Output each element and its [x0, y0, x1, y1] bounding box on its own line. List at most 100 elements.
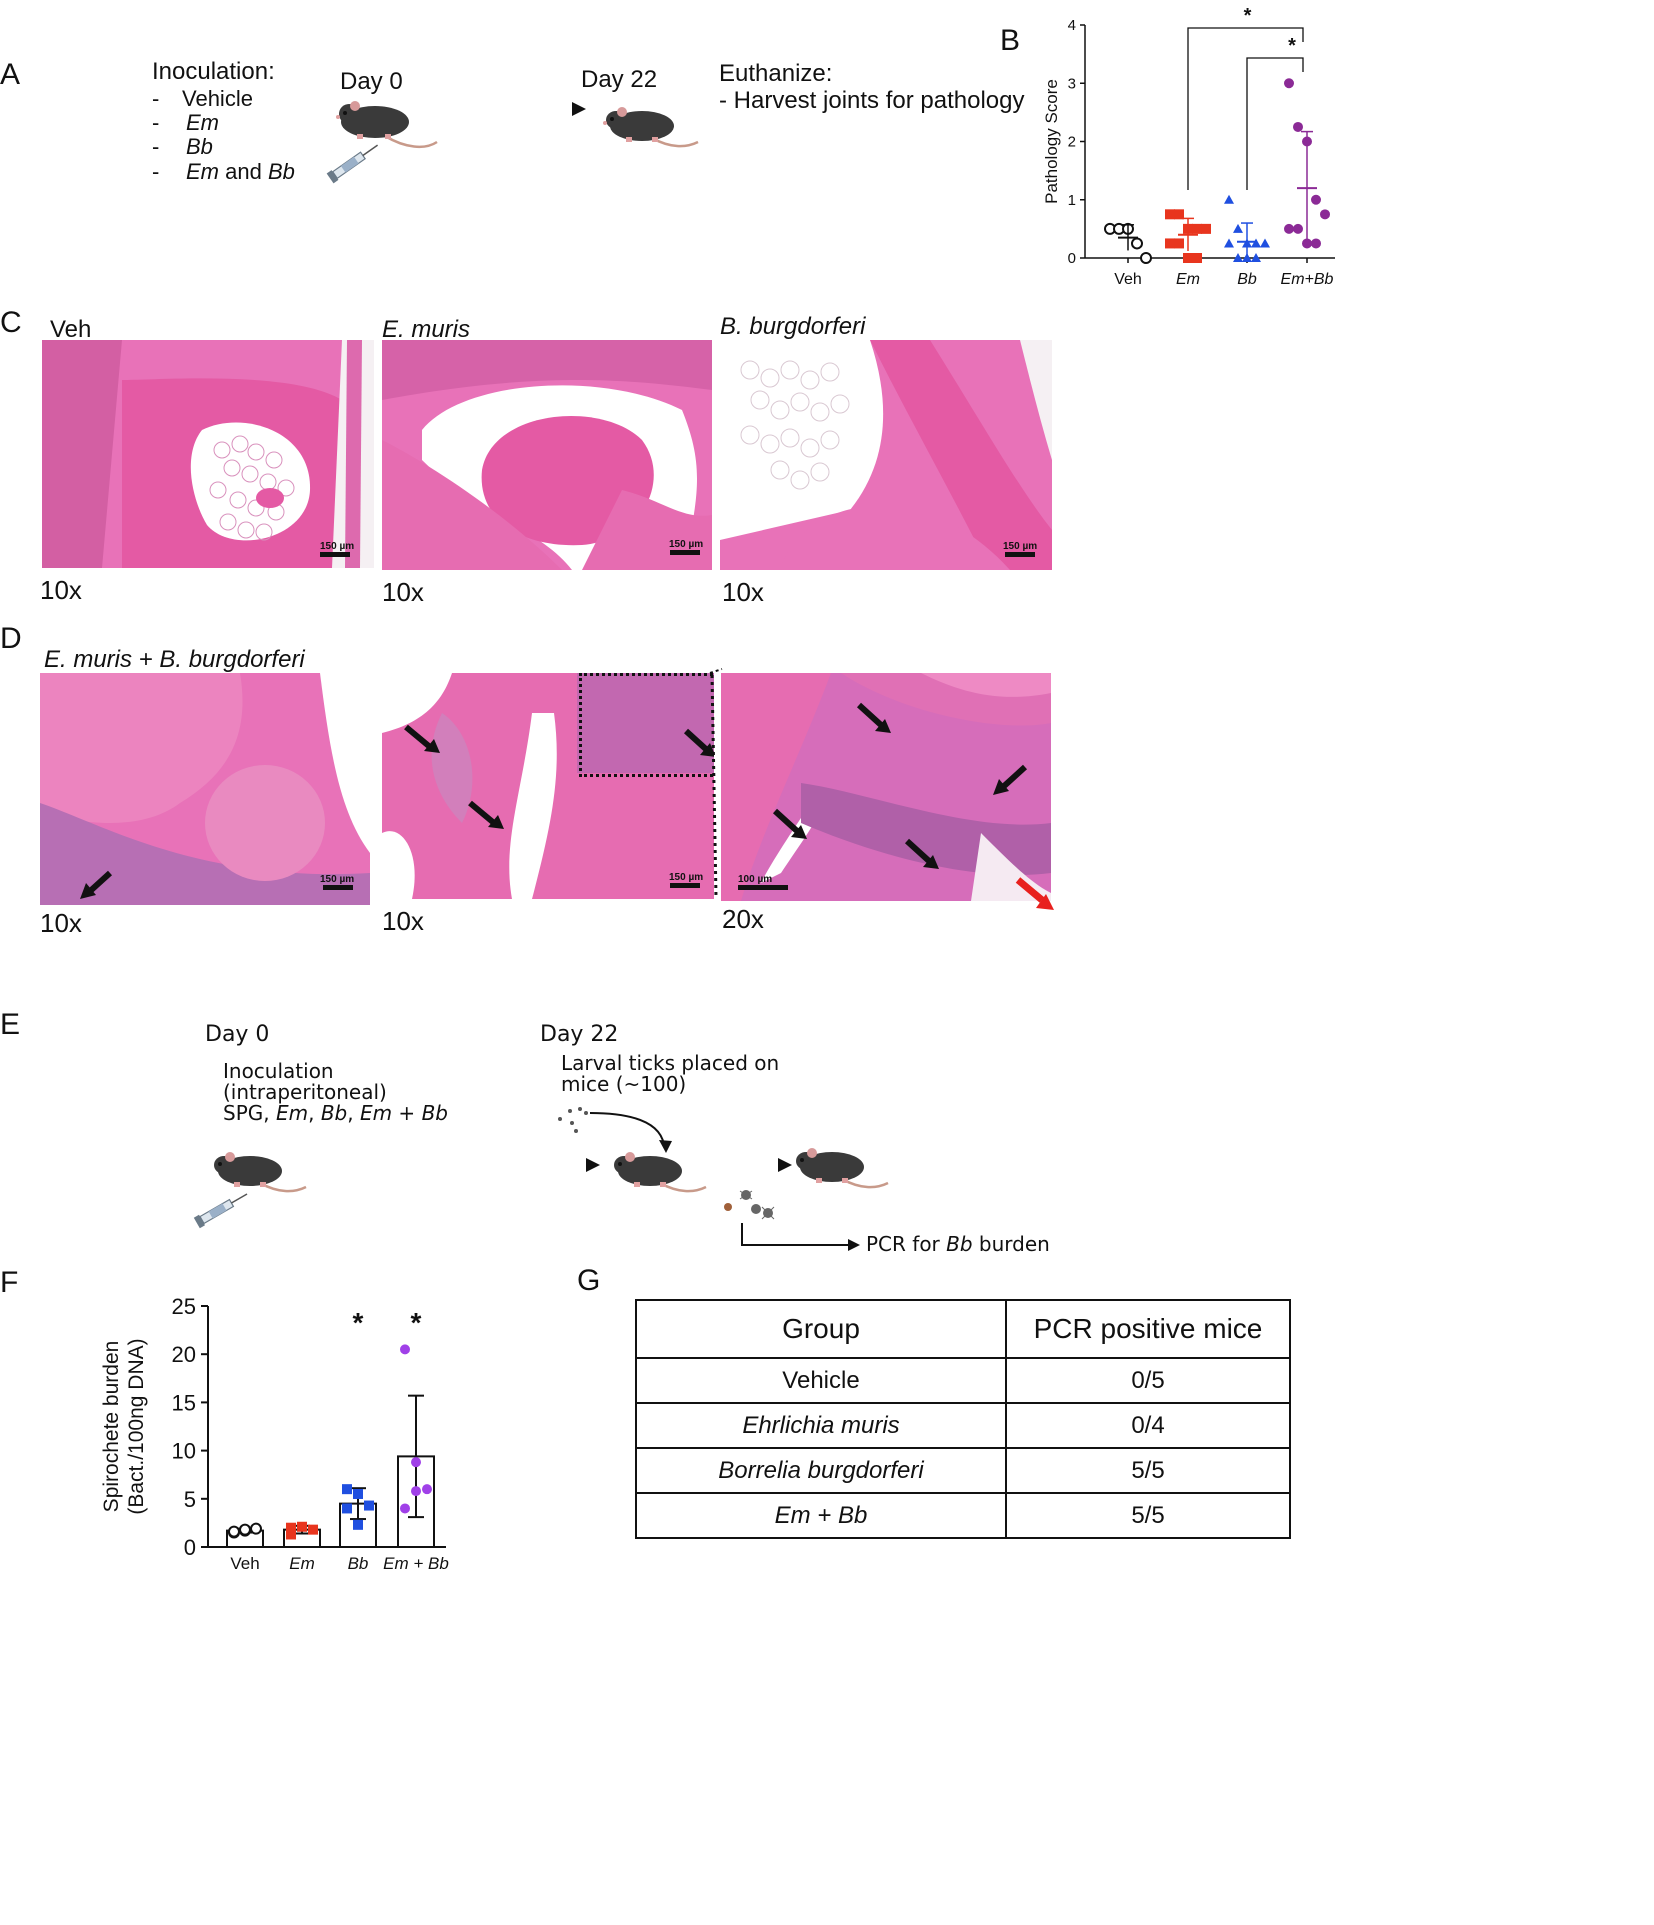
data-point — [1284, 223, 1294, 234]
arrow-icon — [305, 1158, 600, 1172]
magnification-label: 10x — [382, 906, 424, 936]
panel-label-c: C — [0, 306, 22, 339]
y-tick-label: 1 — [1068, 192, 1076, 209]
significance-label: * — [1288, 35, 1296, 57]
magnification-label: 10x — [722, 577, 764, 607]
histology-image-bb: 150 µm — [720, 340, 1052, 570]
day0-label-a: Day 0 — [340, 68, 403, 95]
x-tick-label: Em — [1176, 271, 1200, 288]
y-tick-label: 20 — [172, 1342, 196, 1367]
magnification-label: 10x — [40, 575, 82, 605]
data-point — [400, 1344, 410, 1355]
value-cell: 5/5 — [1005, 1492, 1291, 1539]
ticks-label-line1: Larval ticks placed on — [561, 1051, 780, 1075]
data-point — [1233, 253, 1243, 262]
histology-image-em: 150 µm — [382, 340, 712, 570]
data-point — [1140, 252, 1152, 264]
pcr-label: PCR for Bb burden — [866, 1232, 1050, 1256]
y-tick-label: 10 — [172, 1439, 196, 1464]
group-cell: Ehrlichia muris — [635, 1402, 1007, 1449]
scale-bar — [320, 552, 350, 557]
arrow-icon — [468, 800, 504, 829]
arrow-icon — [80, 870, 113, 899]
arrow-icon — [772, 808, 807, 839]
y-axis-label: Pathology Score — [1042, 79, 1061, 204]
arrow-icon — [856, 702, 891, 733]
arrow-icon — [404, 724, 440, 753]
data-point — [1183, 253, 1193, 263]
inoc-item-em: Em — [186, 110, 219, 135]
tick-icons — [558, 1107, 588, 1133]
scale-bar-label: 150 µm — [1003, 541, 1038, 552]
panel-label-d: D — [0, 622, 22, 655]
data-point — [239, 1523, 251, 1536]
significance-label: * — [353, 1307, 364, 1338]
route-label-e: (intraperitoneal) — [223, 1080, 387, 1104]
x-tick-label: Bb — [1237, 271, 1257, 288]
arrow-icon — [455, 102, 586, 116]
pcr-arrow — [741, 1223, 860, 1251]
mouse-icon — [336, 101, 438, 149]
inset-box — [579, 673, 714, 777]
y-tick-label: 25 — [172, 1294, 196, 1319]
scale-bar — [738, 885, 788, 890]
magnification-label: 10x — [382, 577, 424, 607]
data-point — [1192, 223, 1202, 234]
pcr-results-table: Group PCR positive mice Vehicle 0/5 Ehrl… — [635, 1299, 1291, 1539]
value-cell: 5/5 — [1005, 1447, 1291, 1494]
day22-label-e: Day 22 — [540, 1022, 619, 1047]
data-point — [1224, 238, 1234, 248]
inoc-dash: - — [152, 159, 160, 184]
x-tick-label: Em — [289, 1554, 315, 1573]
inoc-dash: - — [152, 110, 160, 135]
data-point — [364, 1500, 374, 1511]
histology-title-em-bb: E. muris + B. burgdorferi — [44, 646, 305, 673]
ticks-label-line2: mice (~100) — [561, 1072, 687, 1096]
y-tick-label: 2 — [1068, 134, 1076, 151]
inoc-item-bb: Bb — [186, 134, 213, 159]
data-point — [422, 1484, 432, 1495]
data-point — [1251, 238, 1261, 248]
data-point — [1174, 238, 1184, 249]
x-tick-label: Em+Bb — [1281, 271, 1334, 288]
data-point — [1165, 209, 1175, 220]
y-tick-label: 4 — [1068, 17, 1076, 34]
histology-image-veh: 150 µm — [42, 340, 374, 568]
y-tick-label: 0 — [1068, 250, 1076, 267]
panel-label-f: F — [0, 1266, 19, 1299]
scale-bar-label: 150 µm — [669, 872, 704, 883]
y-tick-label: 3 — [1068, 75, 1076, 92]
arrow-icon — [589, 1112, 665, 1146]
table-header-row: Group PCR positive mice — [635, 1299, 1291, 1359]
magnification-label: 20x — [722, 904, 764, 934]
groups-label-e: SPG, Em, Bb, Em + Bb — [223, 1101, 448, 1125]
data-point — [1174, 209, 1184, 220]
data-point — [1192, 253, 1202, 263]
scale-bar — [323, 885, 353, 890]
panel-label-b: B — [1000, 24, 1021, 57]
table-row: Em + Bb 5/5 — [635, 1492, 1291, 1539]
data-point — [342, 1503, 352, 1514]
engorged-tick-icons — [724, 1190, 775, 1220]
significance-label: * — [411, 1307, 422, 1338]
inoculation-title: Inoculation: — [152, 58, 275, 85]
inoc-dash: - — [152, 86, 160, 111]
day22-label-a: Day 22 — [581, 66, 658, 93]
y-axis-label: (Bact./100ng DNA) — [125, 1338, 148, 1514]
data-point — [1260, 238, 1270, 248]
value-cell: 0/4 — [1005, 1402, 1291, 1449]
panel-a-graphics — [326, 101, 699, 184]
data-point — [308, 1524, 318, 1535]
histology-image-em-bb-1: 150 µm — [40, 673, 370, 905]
panel-label-e: E — [0, 1008, 21, 1041]
euthanize-item: - Harvest joints for pathology — [719, 87, 1025, 114]
data-point — [1320, 209, 1330, 220]
euthanize-title: Euthanize: — [719, 60, 833, 87]
syringe-icon — [326, 144, 379, 184]
histology-title-veh: Veh — [50, 316, 92, 343]
data-point — [353, 1488, 363, 1499]
data-point — [1131, 237, 1143, 250]
data-point — [297, 1521, 307, 1532]
data-point — [1293, 223, 1303, 234]
